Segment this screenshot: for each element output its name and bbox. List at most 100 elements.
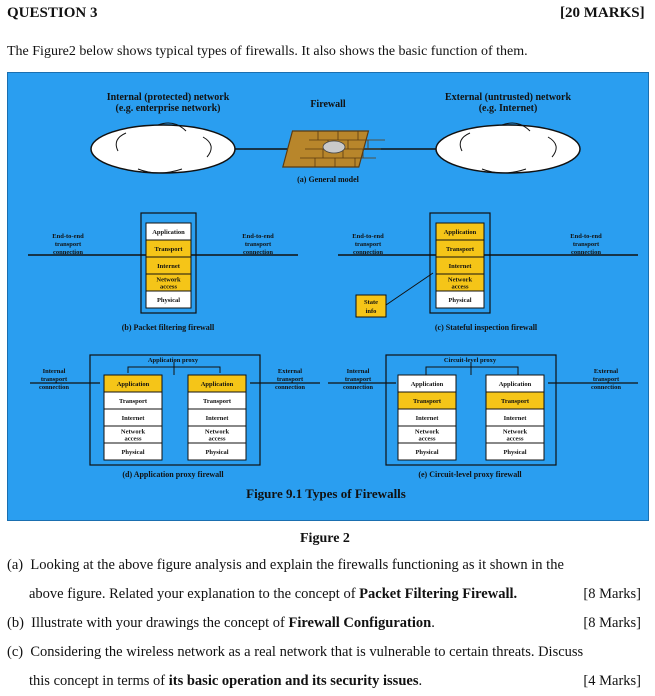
state-info-box: [355, 294, 387, 318]
stack-layer-label: access: [160, 284, 177, 291]
stack-layer-label: access: [125, 436, 142, 443]
svg-text:transport: transport: [41, 376, 68, 383]
stateful-frame: [429, 212, 491, 314]
svg-text:End-to-end: End-to-end: [352, 233, 384, 240]
firewall-label: Firewall: [310, 99, 346, 110]
question-a: (a) Looking at the above figure analysis…: [7, 551, 647, 609]
stack-layer-label: Application: [411, 381, 444, 388]
stateful-stack: ApplicationTransportInternetNetworkacces…: [435, 222, 485, 309]
circuit-proxy-stack-external: ApplicationTransportInternetNetworkacces…: [485, 374, 545, 461]
stack-layer-label: Physical: [157, 297, 180, 304]
svg-text:Internal: Internal: [347, 368, 370, 375]
figure-caption: Figure 2: [300, 531, 350, 546]
stack-layer-label: Internet: [157, 263, 181, 270]
stack-layer-box: [435, 290, 485, 309]
stack-layer-label: Network: [156, 277, 181, 284]
svg-text:transport: transport: [277, 376, 304, 383]
internal-cloud-outline: [115, 122, 212, 174]
stack-layer-label: Transport: [203, 398, 232, 405]
stack-layer-label: Internet: [504, 415, 528, 422]
internal-network-example: (e.g. enterprise network): [116, 103, 221, 114]
question-b-text: Illustrate with your drawings the concep…: [31, 615, 289, 631]
stack-layer-label: Network: [503, 429, 528, 436]
question-a-label: (a): [7, 557, 24, 573]
circuit-proxy-stack-internal: ApplicationTransportInternetNetworkacces…: [397, 374, 457, 461]
stack-layer-label: Application: [201, 381, 234, 388]
stack-layer-label: Physical: [448, 297, 471, 304]
caption-general-model: (a) General model: [297, 175, 360, 184]
stack-layer-label: Network: [415, 429, 440, 436]
svg-text:End-to-end: End-to-end: [242, 233, 274, 240]
question-number: QUESTION 3: [7, 5, 98, 21]
svg-text:transport: transport: [573, 241, 600, 248]
stack-layer-label: Internet: [449, 263, 473, 270]
stack-layer-box: [187, 442, 247, 461]
stack-layer-label: Physical: [205, 449, 228, 456]
svg-text:External: External: [594, 368, 618, 375]
stack-layer-label: Application: [152, 229, 185, 236]
firewall-figure: Internal (protected) network (e.g. enter…: [7, 72, 649, 521]
external-network-example: (e.g. Internet): [479, 103, 538, 114]
stack-layer-label: Transport: [446, 246, 475, 253]
stack-layer-label: Network: [121, 429, 146, 436]
question-b: (b) Illustrate with your drawings the co…: [7, 609, 647, 638]
svg-text:transport: transport: [55, 241, 82, 248]
svg-text:connection: connection: [243, 249, 273, 256]
caption-app-proxy: (d) Application proxy firewall: [122, 470, 224, 479]
packet-filter-frame: [140, 212, 197, 314]
stack-layer-label: Physical: [121, 449, 144, 456]
circuit-proxy-label: Circuit-level proxy: [444, 357, 497, 364]
stack-layer-label: Transport: [154, 246, 183, 253]
question-b-label: (b): [7, 615, 24, 631]
external-cloud-outline: [459, 122, 557, 174]
circuit-proxy-frame: [385, 354, 557, 466]
stack-layer-label: Physical: [503, 449, 526, 456]
panel-circuit-proxy: Circuit-level proxy Internaltransportcon…: [328, 354, 638, 479]
question-c-text: Considering the wireless network as a re…: [30, 644, 584, 660]
stack-layer-label: Internet: [122, 415, 146, 422]
app-proxy-stack-internal: ApplicationTransportInternetNetworkacces…: [103, 374, 163, 461]
caption-circuit-proxy: (e) Circuit-level proxy firewall: [418, 470, 522, 479]
stack-layer-label: Transport: [501, 398, 530, 405]
svg-text:connection: connection: [353, 249, 383, 256]
svg-text:transport: transport: [355, 241, 382, 248]
app-proxy-frame: [89, 354, 261, 466]
question-a-text: Looking at the above figure analysis and…: [30, 557, 564, 573]
app-proxy-stack-external: ApplicationTransportInternetNetworkacces…: [187, 374, 247, 461]
question-a-marks: [8 Marks]: [583, 586, 641, 602]
svg-text:End-to-end: End-to-end: [52, 233, 84, 240]
question-marks: [20 MARKS]: [560, 5, 645, 21]
svg-text:transport: transport: [345, 376, 372, 383]
svg-text:transport: transport: [593, 376, 620, 383]
question-b-post: .: [431, 615, 435, 631]
app-proxy-label: Application proxy: [148, 357, 199, 364]
firewall-wall-icon: [282, 130, 385, 168]
question-c-post: .: [418, 673, 423, 689]
intro-text: The Figure2 below shows typical types of…: [7, 44, 528, 59]
question-c-label: (c): [7, 644, 24, 660]
question-a-bold: Packet Filtering Firewall.: [359, 586, 518, 602]
svg-text:Internal: Internal: [43, 368, 66, 375]
stack-layer-box: [145, 290, 192, 309]
question-c-bold: its basic operation and its security iss…: [168, 673, 419, 689]
svg-text:connection: connection: [53, 249, 83, 256]
question-a-text-cont: above figure. Related your explanation t…: [29, 586, 360, 602]
stack-layer-label: Internet: [416, 415, 440, 422]
stack-layer-label: Transport: [413, 398, 442, 405]
svg-text:connection: connection: [591, 384, 621, 391]
figure-inner-title: Figure 9.1 Types of Firewalls: [246, 486, 406, 501]
svg-text:info: info: [366, 308, 377, 315]
svg-text:End-to-end: End-to-end: [570, 233, 602, 240]
internal-network-label: Internal (protected) network: [107, 92, 230, 103]
stack-layer-label: Internet: [206, 415, 230, 422]
question-c-text-cont: this concept in terms of: [29, 673, 169, 689]
svg-text:connection: connection: [343, 384, 373, 391]
